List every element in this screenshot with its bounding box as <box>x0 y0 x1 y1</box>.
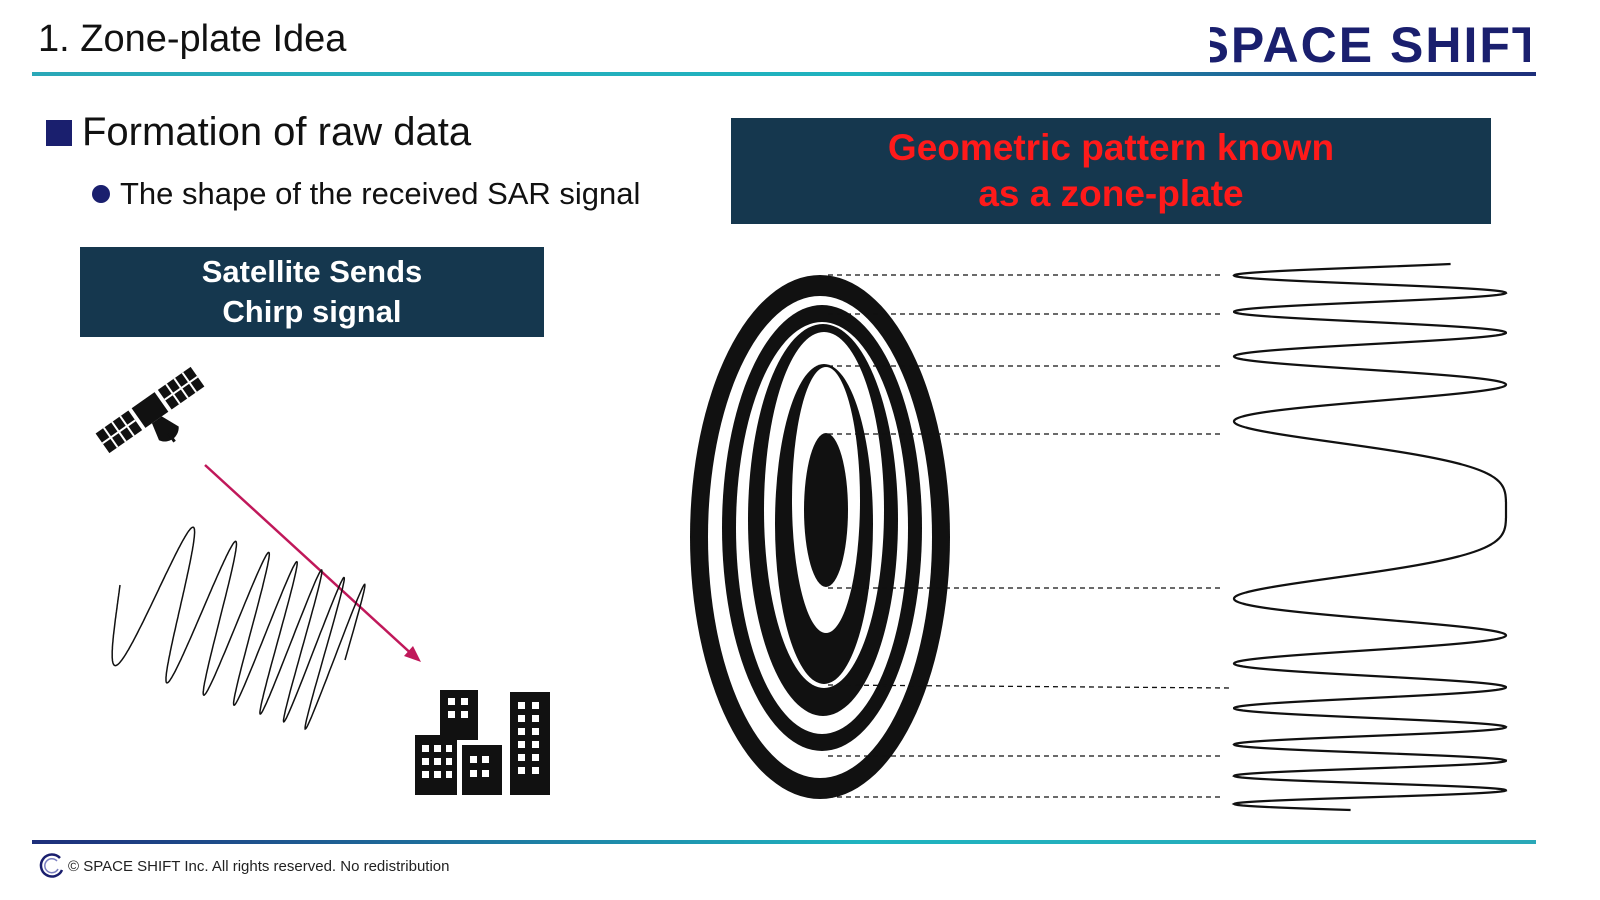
logo-mark: SPACE SHIFT <box>1210 17 1530 73</box>
zone-plate-label-line1: Geometric pattern known <box>887 127 1335 168</box>
guide-lines <box>827 274 1231 798</box>
section-heading: Formation of raw data <box>46 110 471 155</box>
sinusoid-icon <box>1231 262 1508 812</box>
arrow-icon <box>204 464 421 662</box>
satellite-label-line2: Chirp signal <box>222 294 402 329</box>
satellite-icon <box>95 366 205 454</box>
logo-text: SPACE SHIFT <box>1210 17 1530 73</box>
buildings-icon <box>415 690 550 795</box>
dot-bullet-icon <box>92 185 110 203</box>
zone-plate-icon <box>690 275 950 799</box>
square-bullet-icon <box>46 119 72 146</box>
space-shift-logo: SPACE SHIFT <box>1210 17 1530 73</box>
footer: © SPACE SHIFT Inc. All rights reserved. … <box>38 852 449 880</box>
sub-bullet-text: The shape of the received SAR signal <box>120 176 641 211</box>
sub-bullet: The shape of the received SAR signal <box>92 176 640 212</box>
slide-title: 1. Zone-plate Idea <box>38 18 347 60</box>
heading-text: Formation of raw data <box>82 110 472 154</box>
satellite-label-line1: Satellite Sends <box>201 254 423 289</box>
satellite-label-box: Satellite Sends Chirp signal <box>80 247 544 337</box>
copyright-text: © SPACE SHIFT Inc. All rights reserved. … <box>68 857 450 875</box>
zone-plate-label-box: Geometric pattern known as a zone-plate <box>731 118 1491 224</box>
footer-divider <box>32 840 1536 844</box>
zone-plate-label-line2: as a zone-plate <box>978 173 1244 214</box>
chirp-wave-icon <box>111 526 366 731</box>
header-divider <box>32 72 1536 76</box>
logo-swirl-icon <box>39 853 64 878</box>
